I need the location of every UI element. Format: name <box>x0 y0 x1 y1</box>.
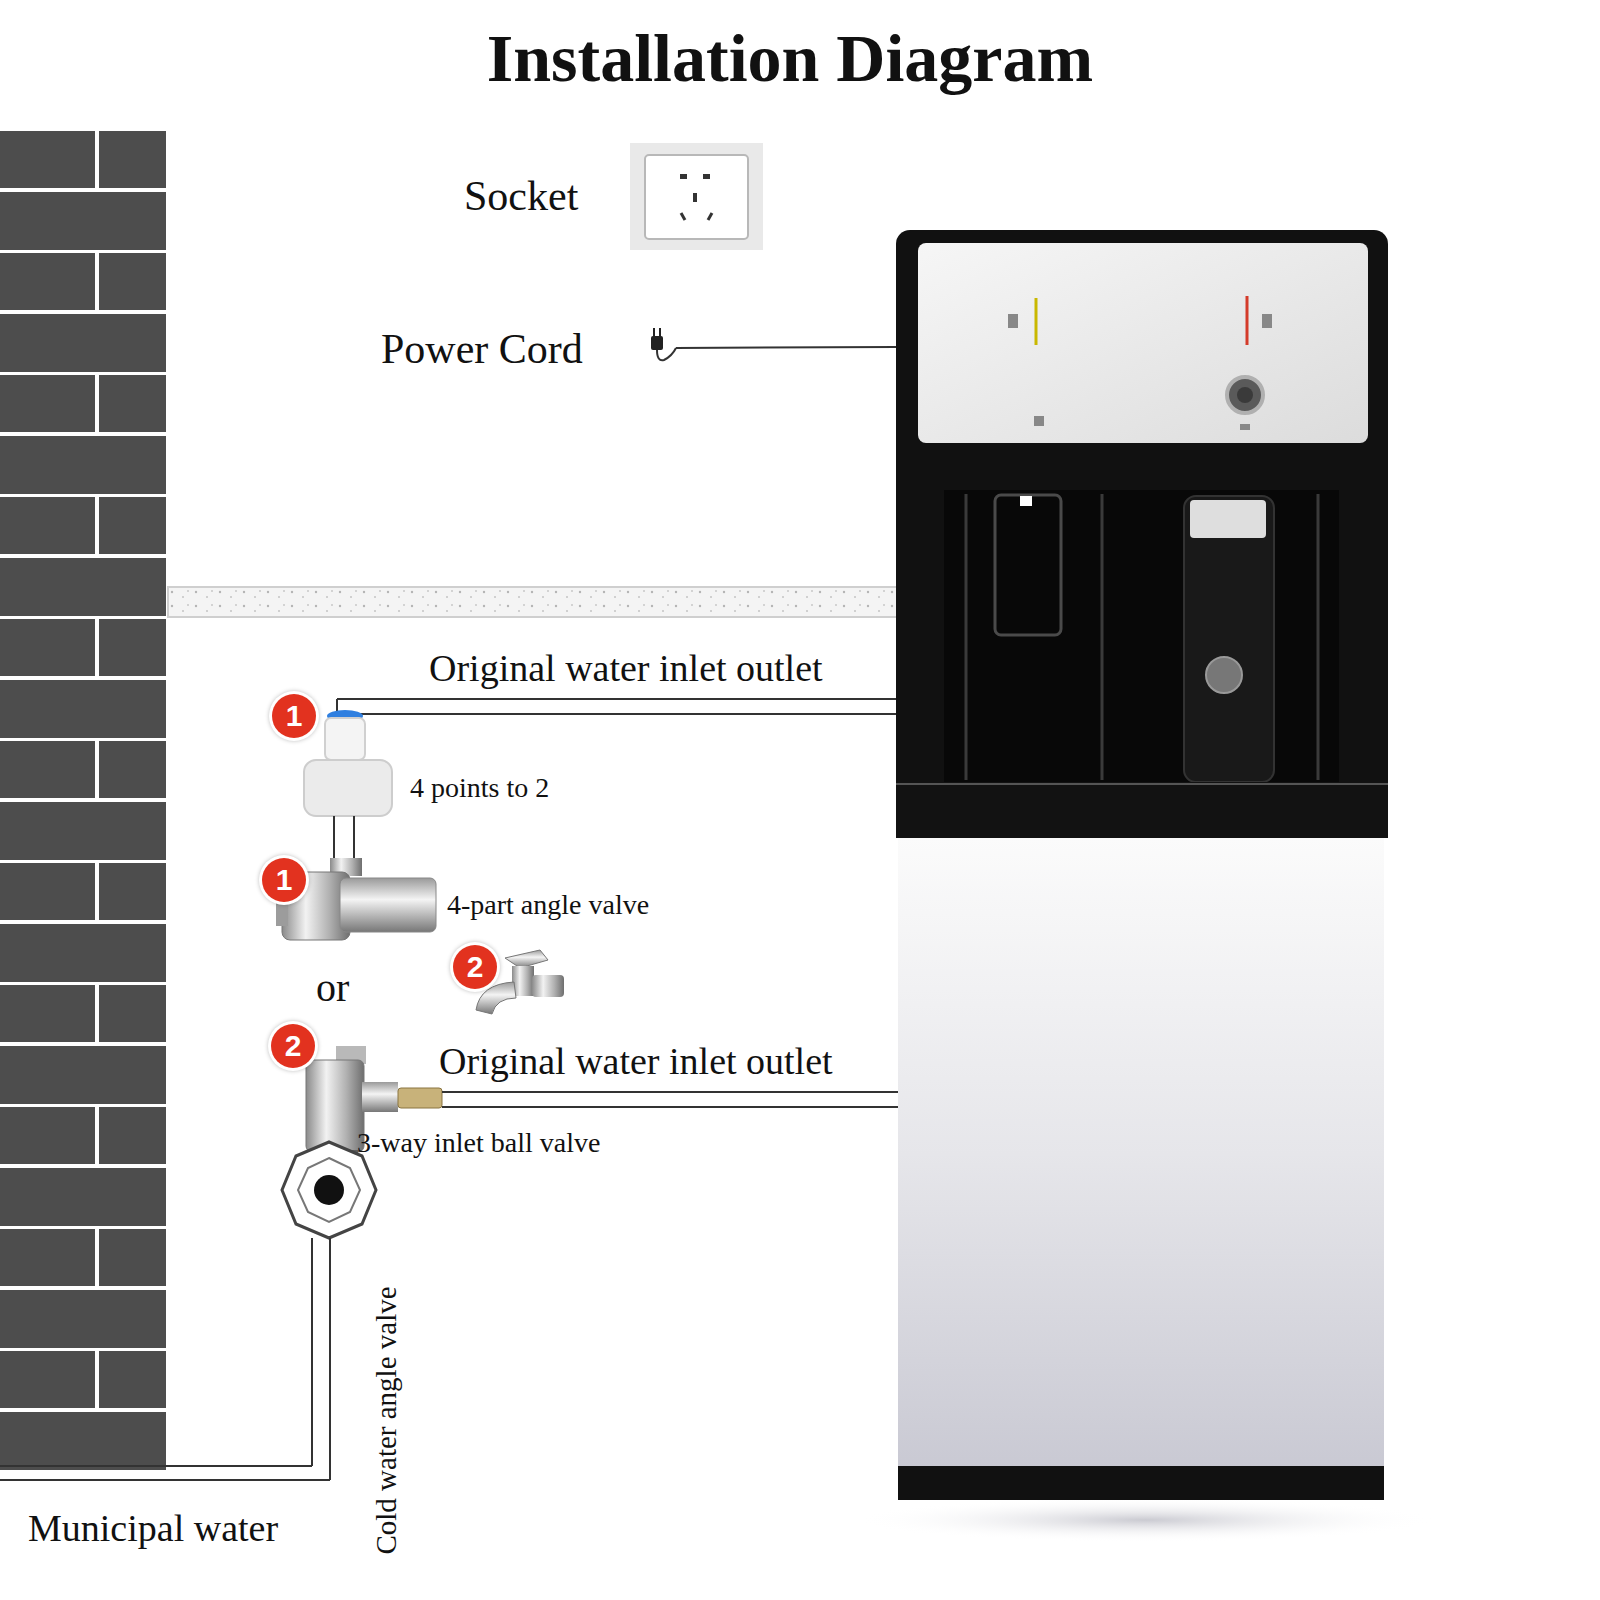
part-label: Socket <box>464 175 578 217</box>
part-label: Original water inlet outlet <box>429 649 823 687</box>
callout-number: 2 <box>453 945 497 989</box>
socket-icon <box>630 143 763 250</box>
part-label: 4-part angle valve <box>447 891 649 919</box>
part-label: Municipal water <box>28 1509 278 1547</box>
part-label: 3-way inlet ball valve <box>357 1129 600 1157</box>
adapter-fitting <box>304 710 392 862</box>
water-pipe <box>337 699 898 714</box>
counter-band <box>168 587 898 617</box>
brick-wall <box>0 128 166 1470</box>
callout-number: 1 <box>262 858 306 902</box>
part-label: or <box>316 968 349 1008</box>
part-label: Cold water angle valve <box>372 1250 401 1590</box>
part-label: 4 points to 2 <box>410 774 549 802</box>
water-dispenser <box>855 230 1435 1542</box>
municipal-pipe <box>0 1238 330 1480</box>
callout-number: 1 <box>272 694 316 738</box>
callout-number: 2 <box>271 1024 315 1068</box>
part-label: Power Cord <box>381 328 583 370</box>
diagram-title: Installation Diagram <box>0 24 1580 92</box>
part-label: Original water inlet outlet <box>439 1042 833 1080</box>
power-cord <box>651 328 896 360</box>
